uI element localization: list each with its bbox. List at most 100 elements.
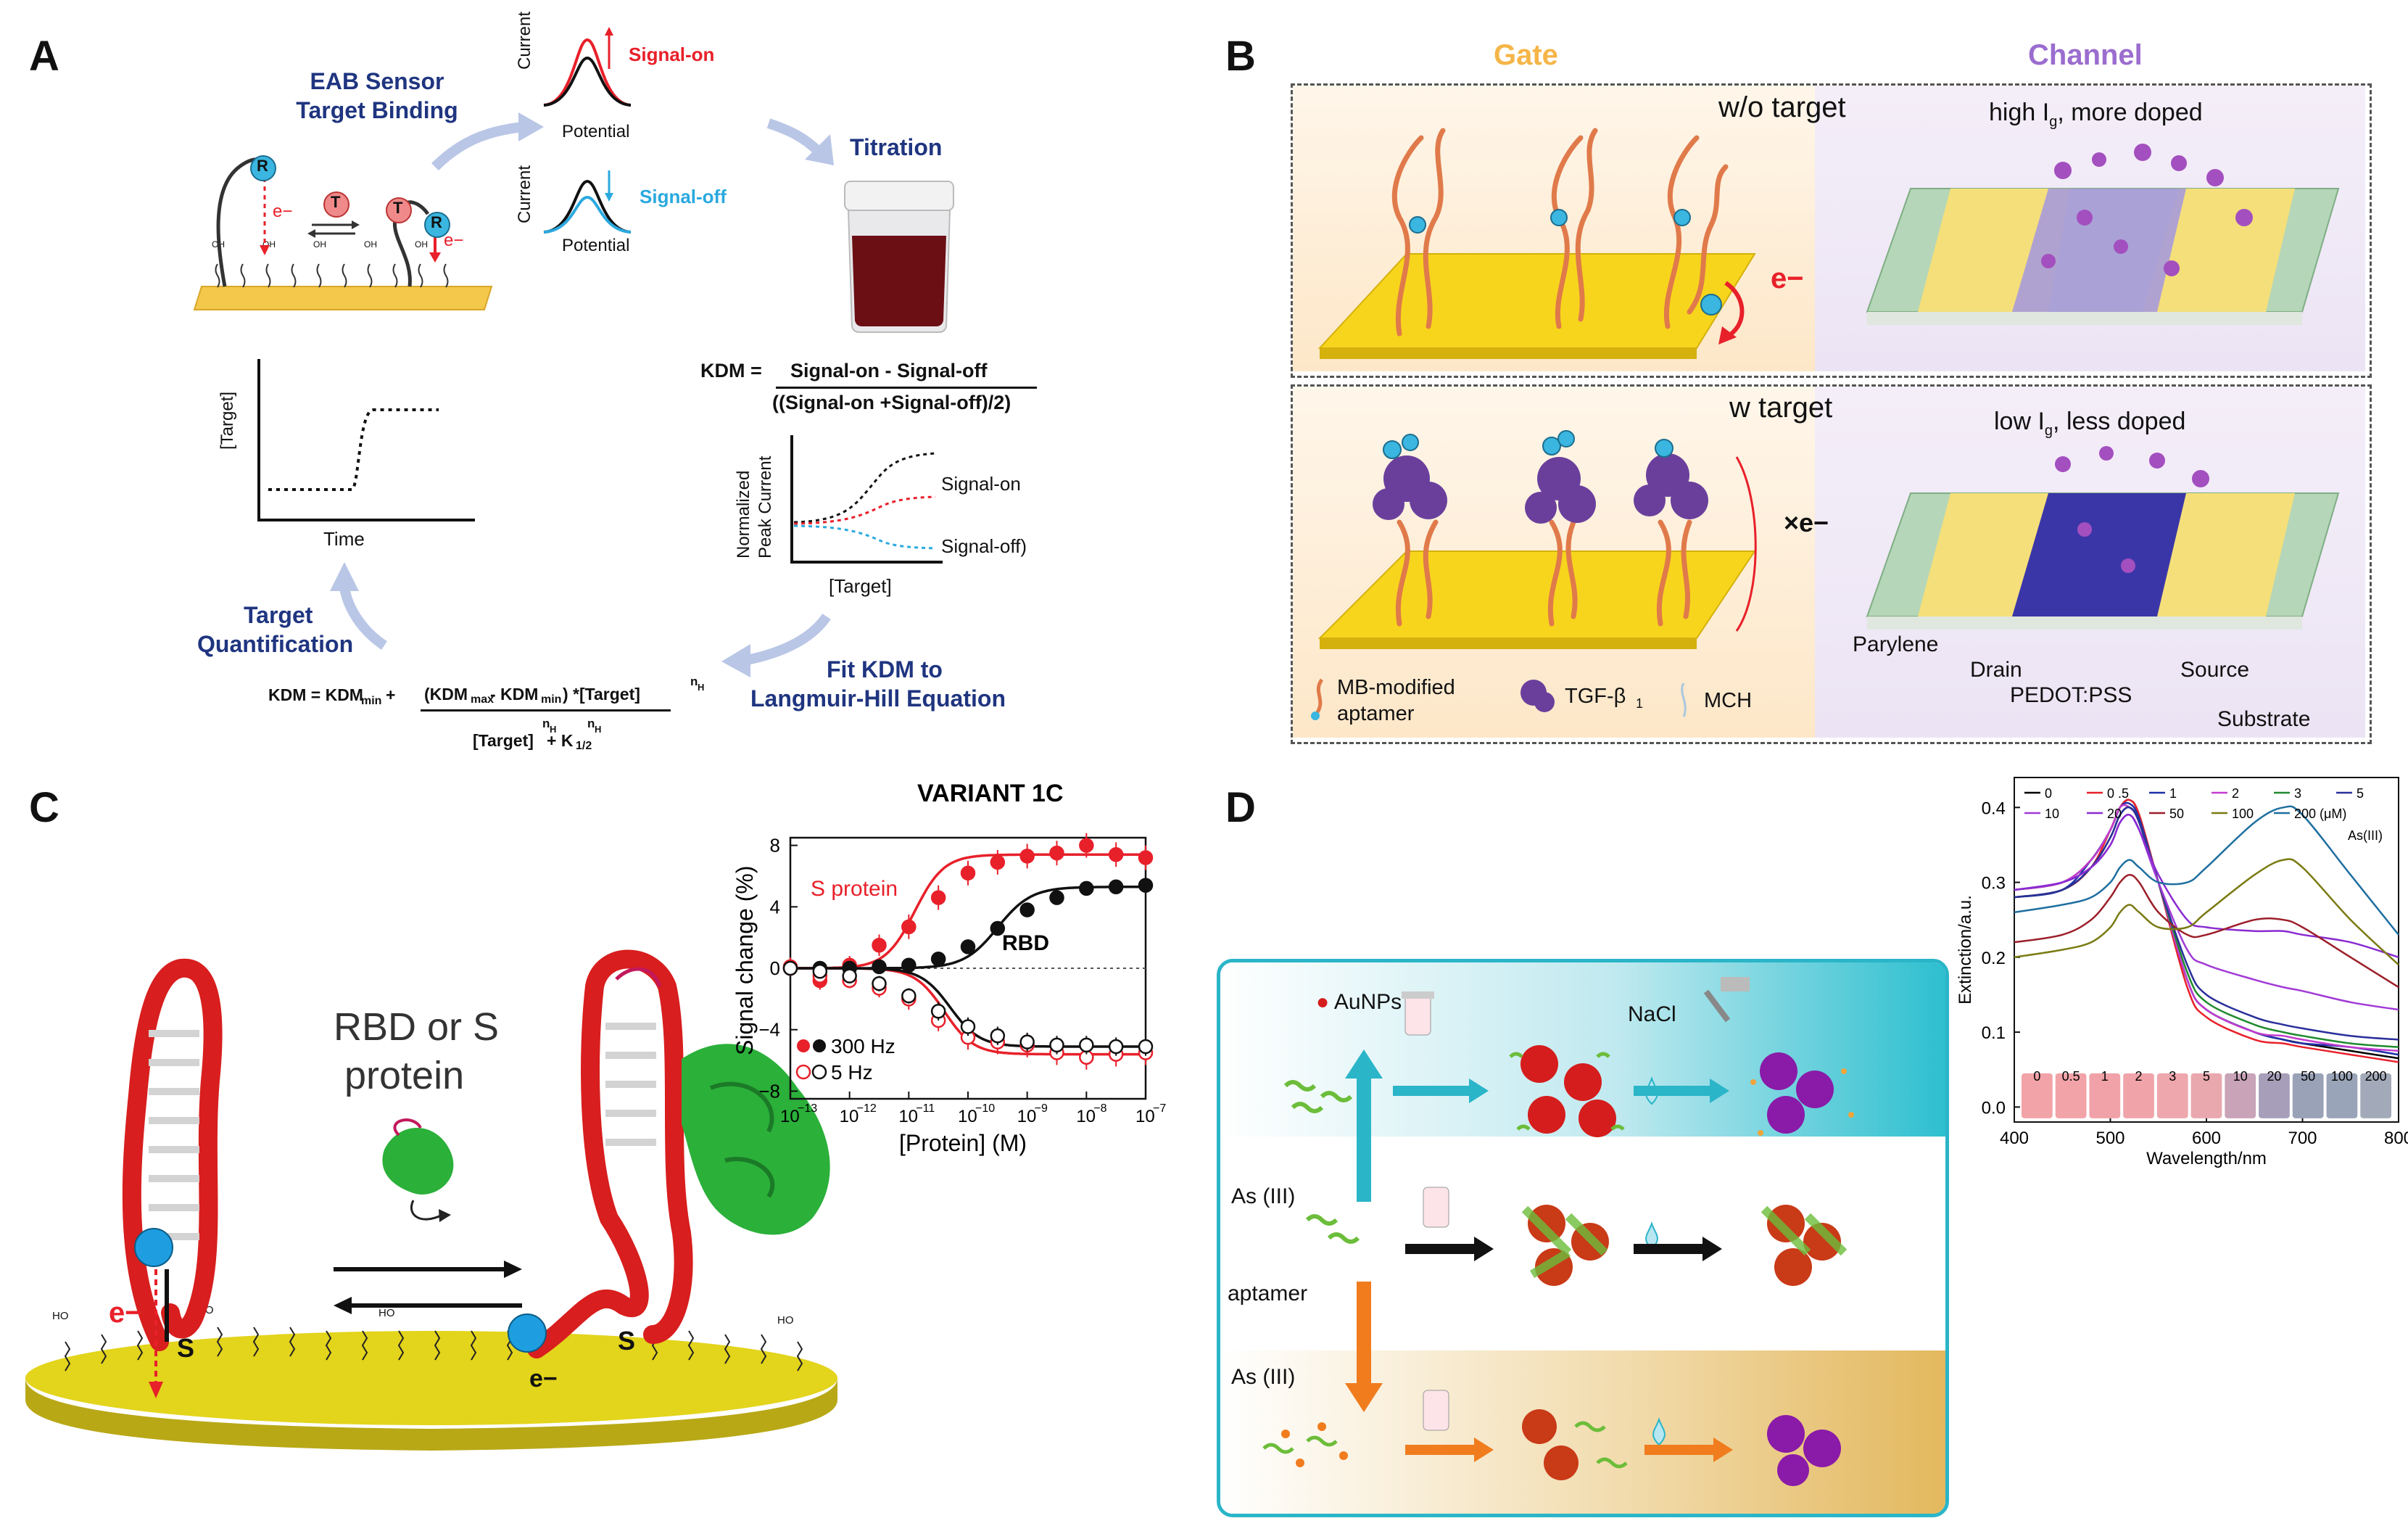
chart-c-point: [1019, 902, 1035, 917]
target-t-label: T: [331, 193, 341, 211]
e-minus-left: e−: [109, 1297, 142, 1329]
chart-c-point: [901, 988, 917, 1004]
panel-label-a: A: [29, 33, 59, 80]
norm-ylabel-2: Peak Current: [756, 455, 775, 558]
eq-nh: n: [690, 675, 698, 688]
chart-d-vial: [2089, 1073, 2121, 1118]
chart-d-ytick-label: 0.4: [1982, 799, 2006, 818]
w-target-label: w target: [1729, 392, 1833, 424]
norm-signal-on-label: Signal-on: [941, 473, 1021, 495]
chart-d-legend-label: 50: [2169, 807, 2184, 821]
signal-on-label: Signal-on: [629, 44, 715, 65]
normalized-peak-current-plot: [790, 435, 943, 564]
chart-d-vial-label: 50: [2301, 1069, 2315, 1084]
extinction-spectra-chart: 0.00.10.20.30.4400500600700800Wavelength…: [1956, 777, 2408, 1168]
eq-fraction-bar: [421, 709, 671, 712]
chart-d-vial-label: 5: [2203, 1069, 2210, 1084]
chart-c-legend-marker: [811, 1064, 827, 1080]
substrate-label: Substrate: [2217, 707, 2311, 731]
target-vs-time-plot: [257, 359, 475, 521]
chart-d-vial: [2326, 1073, 2358, 1118]
panel-c: C HO HO HO HO HO e− S RBD or S protein: [0, 769, 1175, 1526]
kdm-numerator: Signal-on - Signal-off: [790, 360, 988, 382]
oh-label: OH: [415, 239, 428, 249]
chart-c-point: [960, 1019, 976, 1034]
chart-c-ytick-label: 0: [770, 957, 780, 979]
w-target-box: [1291, 384, 2372, 744]
protein-small-icon: [382, 1118, 454, 1222]
fit-kdm-2: Langmuir-Hill Equation: [750, 685, 1006, 712]
chart-d-series-line: [2014, 873, 2399, 989]
redox-reporter-r-bound: [424, 212, 450, 238]
chart-c-xtick-exp: −9: [1035, 1102, 1048, 1115]
sam-layer-a: [215, 263, 449, 288]
chart-c-xtick-label: 10: [840, 1107, 859, 1126]
oh-label: OH: [313, 239, 326, 249]
panel-a: A EAB Sensor Target Binding OH OH OH OH …: [0, 0, 1131, 769]
chart-d-ylabel: Extinction/a.u.: [1956, 895, 1975, 1005]
eq-den-nh-2: n: [587, 717, 595, 730]
chart-c-point: [1138, 1039, 1154, 1055]
eq-num-2: - KDM: [490, 685, 539, 704]
chart-c-legend-marker: [797, 1039, 810, 1052]
chart-d-xtick-label: 700: [2288, 1129, 2317, 1148]
chart-c-xlabel: [Protein] (M): [899, 1130, 1027, 1156]
step-ylabel: [Target]: [218, 391, 237, 450]
chart-c-xtick-label: 10: [780, 1107, 800, 1126]
eq-den-2: + K: [547, 731, 574, 750]
potential-label-on: Potential: [562, 122, 630, 141]
panel-label-c: C: [29, 784, 59, 831]
eq-min-sub-2: min: [541, 693, 562, 706]
nacl-label: NaCl: [1628, 1002, 1676, 1026]
channel-label: Channel: [2028, 39, 2143, 71]
chart-c-ytick-label: −8: [758, 1080, 780, 1102]
chart-d-legend-label: 0 .5: [2107, 786, 2129, 801]
aunps-label: ● AuNPs: [1316, 990, 1402, 1015]
eq-min-sub: min: [361, 695, 382, 707]
chart-d-vial-label: 100: [2331, 1069, 2353, 1084]
chart-c-point: [901, 957, 917, 973]
chart-c-title: VARIANT 1C: [917, 780, 1064, 807]
chart-c-xtick-exp: −11: [916, 1102, 935, 1115]
redox-reporter-r: [250, 155, 276, 181]
chart-c-point: [842, 968, 857, 983]
eq-den-1: [Target]: [473, 731, 534, 750]
kdm-fraction-bar: [776, 387, 1037, 389]
chart-c-point: [901, 919, 917, 935]
chart-c-point: [1108, 847, 1124, 862]
electron-transfer-left: [149, 1269, 163, 1398]
chart-c-point: [1079, 838, 1094, 853]
chart-c-xtick-exp: −7: [1153, 1102, 1166, 1115]
high-ig-label: high Ig, more doped: [1989, 99, 2203, 131]
kdm-prefix: KDM =: [700, 360, 762, 382]
gate-electrode-top: [1317, 128, 1756, 359]
chart-d-vial-label: 10: [2233, 1069, 2248, 1084]
chart-c-ylabel: Signal change (%): [732, 866, 758, 1055]
chart-d-vial-label: 200: [2365, 1069, 2387, 1084]
aunps-text: AuNPs: [1333, 990, 1402, 1014]
eq-h: H: [698, 682, 705, 693]
chart-d-legend-title: As(III): [2348, 828, 2383, 843]
chart-d-vial: [2360, 1073, 2391, 1118]
chart-d-xlabel: Wavelength/nm: [2146, 1149, 2267, 1168]
wo-target-box: [1291, 83, 2372, 378]
chart-d-vial-label: 2: [2135, 1069, 2143, 1084]
pedot-label: PEDOT:PSS: [2010, 683, 2132, 707]
chart-d-vial-label: 0: [2033, 1069, 2040, 1084]
wo-target-label: w/o target: [1718, 91, 1846, 123]
chart-c-point: [1019, 1034, 1035, 1049]
blood-vial-icon: [844, 181, 954, 333]
chart-c-ytick-label: −4: [758, 1019, 780, 1041]
chart-d-series-line: [2014, 805, 2399, 936]
chart-c-point: [812, 963, 828, 979]
ho-label: HO: [777, 1314, 794, 1327]
chart-d-xtick-label: 600: [2192, 1129, 2221, 1148]
chart-d-ytick-label: 0.0: [1982, 1098, 2006, 1118]
chart-c-point: [960, 939, 976, 954]
eq-left: KDM = KDM: [268, 685, 363, 704]
chart-d-xtick-label: 800: [2384, 1129, 2408, 1148]
chart-c-xtick-label: 10: [1076, 1107, 1096, 1126]
e-minus-gate-top: e−: [1771, 263, 1804, 294]
chart-d-series-line: [2014, 814, 2399, 958]
